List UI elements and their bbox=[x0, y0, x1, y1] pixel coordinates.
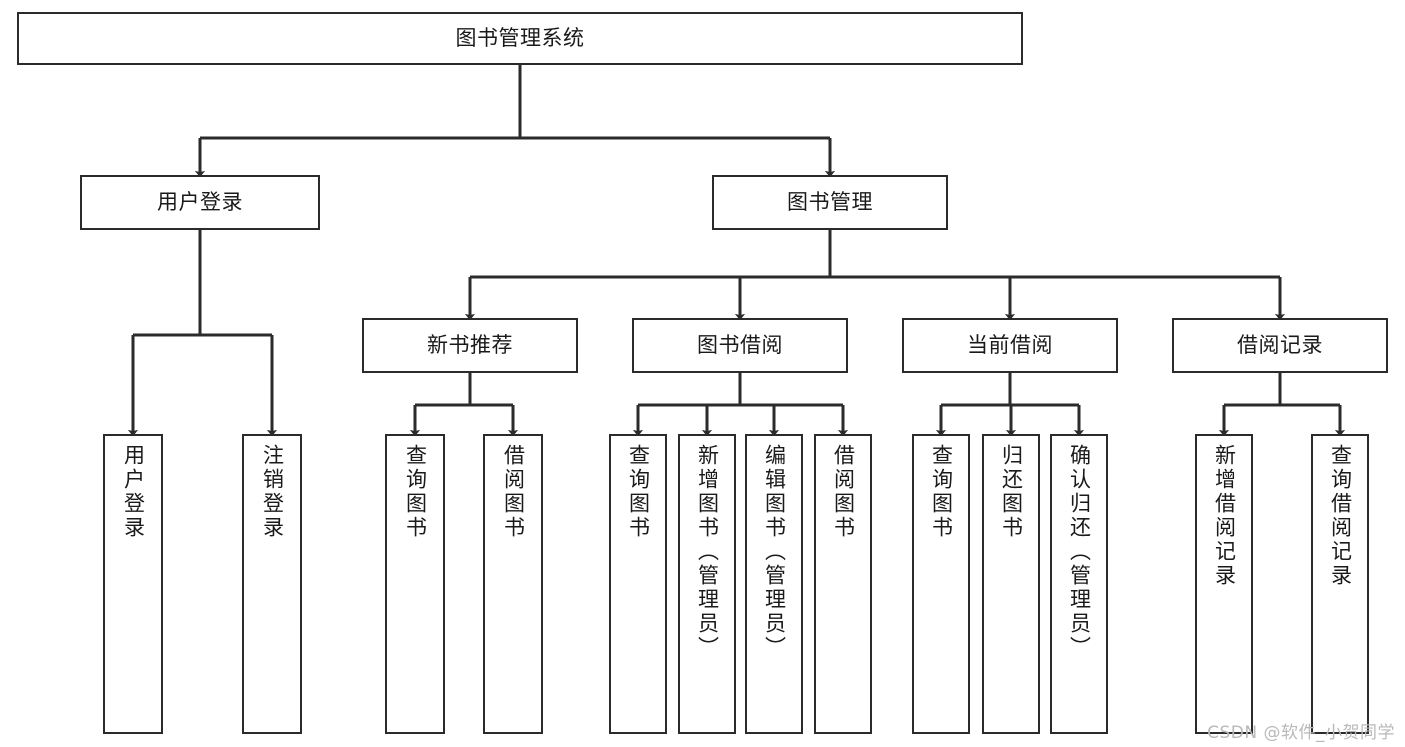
node-label-leaf-user-login: 用户登录 bbox=[121, 444, 146, 540]
node-label-leaf-bb-add: 新增图书（管理员） bbox=[695, 444, 720, 660]
node-leaf-log-add[interactable]: 新增借阅记录 bbox=[1195, 434, 1253, 734]
csdn-watermark: CSDN @软件_小贺同学 bbox=[1207, 723, 1395, 743]
node-label-new-book-rec: 新书推荐 bbox=[427, 333, 513, 358]
node-leaf-cb-query[interactable]: 查询图书 bbox=[912, 434, 970, 734]
node-label-leaf-cb-return: 归还图书 bbox=[999, 444, 1024, 540]
node-label-leaf-bb-borrow: 借阅图书 bbox=[831, 444, 856, 540]
node-label-book-borrow: 图书借阅 bbox=[697, 333, 783, 358]
node-label-leaf-bb-query: 查询图书 bbox=[626, 444, 651, 540]
node-label-leaf-cb-query: 查询图书 bbox=[929, 444, 954, 540]
node-label-leaf-user-logout: 注销登录 bbox=[260, 444, 285, 540]
node-leaf-bb-query[interactable]: 查询图书 bbox=[609, 434, 667, 734]
node-leaf-user-login[interactable]: 用户登录 bbox=[103, 434, 163, 734]
node-leaf-bb-edit[interactable]: 编辑图书（管理员） bbox=[745, 434, 803, 734]
node-leaf-bb-borrow[interactable]: 借阅图书 bbox=[814, 434, 872, 734]
node-book-mgmt[interactable]: 图书管理 bbox=[712, 175, 948, 230]
node-book-borrow[interactable]: 图书借阅 bbox=[632, 318, 848, 373]
node-label-leaf-rec-query: 查询图书 bbox=[403, 444, 428, 540]
node-label-root: 图书管理系统 bbox=[455, 26, 585, 51]
node-label-cur-borrow: 当前借阅 bbox=[967, 333, 1053, 358]
node-label-leaf-cb-confirm: 确认归还（管理员） bbox=[1067, 444, 1092, 660]
node-leaf-cb-confirm[interactable]: 确认归还（管理员） bbox=[1050, 434, 1108, 734]
node-leaf-rec-borrow[interactable]: 借阅图书 bbox=[483, 434, 543, 734]
node-label-book-mgmt: 图书管理 bbox=[787, 190, 873, 215]
node-label-leaf-log-query: 查询借阅记录 bbox=[1328, 444, 1353, 588]
node-leaf-rec-query[interactable]: 查询图书 bbox=[385, 434, 445, 734]
node-new-book-rec[interactable]: 新书推荐 bbox=[362, 318, 578, 373]
node-borrow-log[interactable]: 借阅记录 bbox=[1172, 318, 1388, 373]
node-user-login[interactable]: 用户登录 bbox=[80, 175, 320, 230]
node-leaf-user-logout[interactable]: 注销登录 bbox=[242, 434, 302, 734]
node-label-leaf-log-add: 新增借阅记录 bbox=[1212, 444, 1237, 588]
node-root[interactable]: 图书管理系统 bbox=[17, 12, 1023, 65]
node-leaf-bb-add[interactable]: 新增图书（管理员） bbox=[678, 434, 736, 734]
node-leaf-log-query[interactable]: 查询借阅记录 bbox=[1311, 434, 1369, 734]
node-cur-borrow[interactable]: 当前借阅 bbox=[902, 318, 1118, 373]
node-label-leaf-bb-edit: 编辑图书（管理员） bbox=[762, 444, 787, 660]
node-label-leaf-rec-borrow: 借阅图书 bbox=[501, 444, 526, 540]
node-label-user-login: 用户登录 bbox=[157, 190, 243, 215]
node-leaf-cb-return[interactable]: 归还图书 bbox=[982, 434, 1040, 734]
node-label-borrow-log: 借阅记录 bbox=[1237, 333, 1323, 358]
